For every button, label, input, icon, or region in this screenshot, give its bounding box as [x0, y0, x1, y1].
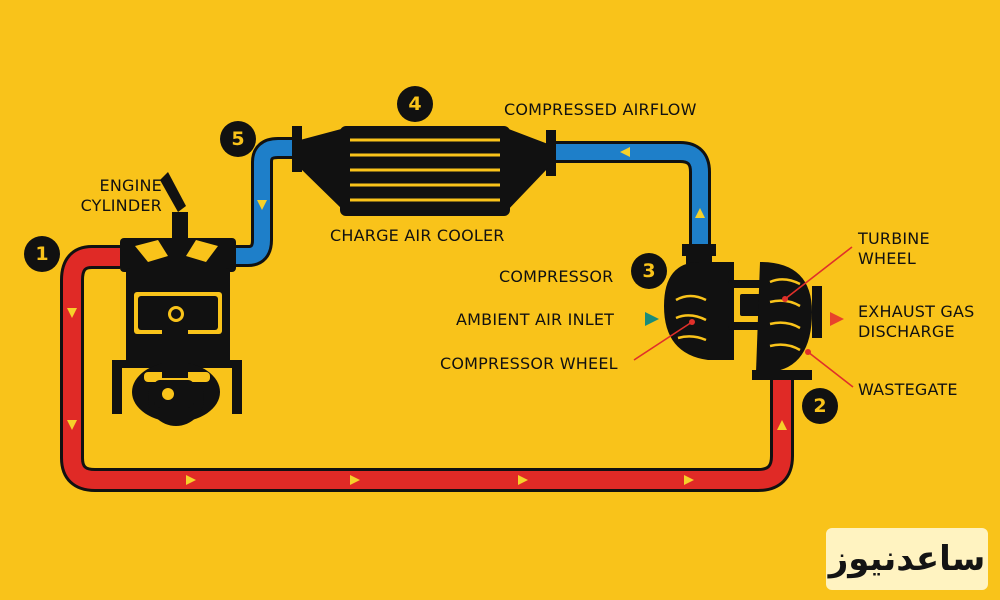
- watermark-background: [826, 528, 988, 590]
- label-exhaust-gas-discharge: EXHAUST GAS DISCHARGE: [858, 302, 975, 341]
- label-ambient-air-inlet: AMBIENT AIR INLET: [456, 310, 615, 329]
- watermark-logo: ساعدنیوز: [828, 539, 986, 579]
- label-compressed-airflow: COMPRESSED AIRFLOW: [504, 100, 697, 119]
- charge-air-cooler-icon: [292, 126, 556, 216]
- flow-arrow-down-2: [67, 420, 77, 430]
- label-turbine-wheel: TURBINE WHEEL: [858, 229, 930, 268]
- turbocharger-icon: [664, 244, 822, 380]
- flow-arrow-right-1: [186, 475, 196, 485]
- ambient-air-arrow-icon: [645, 312, 659, 326]
- compressed-air-pipe-outline: [548, 141, 711, 246]
- flow-arrow-right-3: [518, 475, 528, 485]
- label-charge-air-cooler: CHARGE AIR COOLER: [330, 226, 505, 245]
- step-badge-1: 1: [24, 236, 60, 272]
- leader-compressor-wheel: [633, 321, 693, 361]
- label-compressor: COMPRESSOR: [499, 267, 614, 286]
- leader-lines: [633, 246, 854, 388]
- label-engine-cylinder: ENGINE CYLINDER: [80, 176, 162, 215]
- step-badge-4: 4: [397, 86, 433, 122]
- intake-pipe: [236, 140, 300, 264]
- flow-arrows: [67, 147, 787, 485]
- engine-cylinder-icon: [112, 172, 242, 426]
- step-badge-5: 5: [220, 121, 256, 157]
- exhaust-discharge-arrow-icon: [830, 312, 844, 326]
- flow-arrow-down-3: [257, 200, 267, 210]
- step-badge-3: 3: [631, 253, 667, 289]
- flow-arrow-right-2: [350, 475, 360, 485]
- compressed-air-pipe: [548, 144, 708, 246]
- leader-wastegate: [807, 351, 854, 388]
- flow-arrow-up-2: [695, 208, 705, 218]
- step-badge-2: 2: [802, 388, 838, 424]
- label-compressor-wheel: COMPRESSOR WHEEL: [440, 354, 618, 373]
- flow-arrow-right-4: [684, 475, 694, 485]
- flow-arrow-left-1: [620, 147, 630, 157]
- leader-turbine-wheel: [784, 246, 853, 300]
- flow-arrow-down-1: [67, 308, 77, 318]
- exhaust-pipe: [63, 248, 791, 489]
- label-wastegate: WASTEGATE: [858, 380, 958, 399]
- flow-arrow-up-1: [777, 420, 787, 430]
